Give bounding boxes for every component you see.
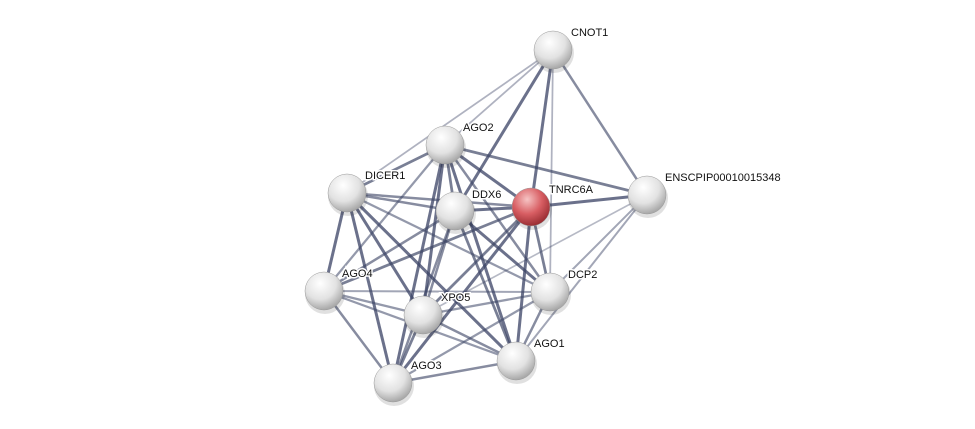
node-label: DDX6 <box>472 189 501 201</box>
node-ddx6[interactable]: DDX6 <box>435 188 503 234</box>
node-label: TNRC6A <box>549 184 594 196</box>
node-ensc[interactable]: ENSCPIP00010015348 <box>627 171 782 218</box>
node-sphere[interactable] <box>533 30 573 70</box>
node-label: ENSCPIP00010015348 <box>665 172 781 184</box>
edge-tnrc6a-xpo5[interactable] <box>422 206 532 316</box>
edge-tnrc6a-ensc[interactable] <box>530 193 648 209</box>
node-sphere[interactable] <box>496 341 536 381</box>
edge-dicer1-dcp2[interactable] <box>346 191 551 294</box>
edge-ensc-dcp2[interactable] <box>549 194 648 293</box>
node-label: DICER1 <box>365 170 405 182</box>
node-sphere[interactable] <box>373 363 413 403</box>
edge-ddx6-dcp2[interactable] <box>454 209 551 294</box>
edge-ago4-dcp2[interactable] <box>323 290 551 293</box>
node-label: XPO5 <box>441 292 470 304</box>
edge-cnot1-ensc[interactable] <box>551 49 649 196</box>
node-sphere[interactable] <box>530 272 570 312</box>
node-ago1[interactable]: AGO1 <box>496 337 566 384</box>
node-ago2[interactable]: AGO2 <box>425 121 495 168</box>
node-label: AGO2 <box>463 122 494 134</box>
node-ago3[interactable]: AGO3 <box>373 359 443 406</box>
edge-cnot1-ago2[interactable] <box>444 49 554 146</box>
node-xpo5[interactable]: XPO5 <box>403 291 472 338</box>
edge-dcp2-ago3[interactable] <box>392 291 551 384</box>
node-label: AGO3 <box>411 360 442 372</box>
edge-ensc-ago1[interactable] <box>515 194 648 362</box>
node-label: AGO4 <box>342 268 373 280</box>
node-sphere[interactable] <box>425 125 465 165</box>
node-cnot1[interactable]: CNOT1 <box>533 26 610 73</box>
edge-cnot1-dicer1[interactable] <box>346 49 554 194</box>
edge-ago3-ago1[interactable] <box>392 359 517 385</box>
node-sphere[interactable] <box>304 271 344 311</box>
node-sphere[interactable] <box>511 187 551 227</box>
node-label: AGO1 <box>534 338 565 350</box>
node-tnrc6a[interactable]: TNRC6A <box>511 183 595 230</box>
edge-ago2-ensc[interactable] <box>444 143 648 197</box>
node-sphere[interactable] <box>327 173 367 213</box>
node-label: CNOT1 <box>571 27 608 39</box>
edge-cnot1-ddx6[interactable] <box>453 49 555 212</box>
node-dcp2[interactable]: DCP2 <box>530 268 599 315</box>
edge-dicer1-ago3[interactable] <box>345 192 395 384</box>
node-sphere[interactable] <box>435 191 475 231</box>
node-ago4[interactable]: AGO4 <box>304 267 374 314</box>
edge-ensc-xpo5[interactable] <box>422 194 648 316</box>
edge-cnot1-tnrc6a[interactable] <box>529 49 555 208</box>
edge-dicer1-tnrc6a[interactable] <box>346 191 532 209</box>
node-sphere[interactable] <box>403 295 443 335</box>
node-dicer1[interactable]: DICER1 <box>327 169 407 216</box>
edge-tnrc6a-ago1[interactable] <box>514 206 533 362</box>
edge-ago2-dcp2[interactable] <box>443 144 552 293</box>
edge-ddx6-ago1[interactable] <box>453 210 518 362</box>
edge-tnrc6a-ago4[interactable] <box>323 205 532 293</box>
node-sphere[interactable] <box>627 175 667 215</box>
edge-xpo5-dcp2[interactable] <box>422 290 551 317</box>
node-label: DCP2 <box>568 269 597 281</box>
edge-ago2-ago1[interactable] <box>443 144 518 362</box>
edge-ago2-ago4[interactable] <box>323 144 446 292</box>
edge-ddx6-ago4[interactable] <box>323 209 456 293</box>
edge-tnrc6a-ago3[interactable] <box>391 206 533 384</box>
